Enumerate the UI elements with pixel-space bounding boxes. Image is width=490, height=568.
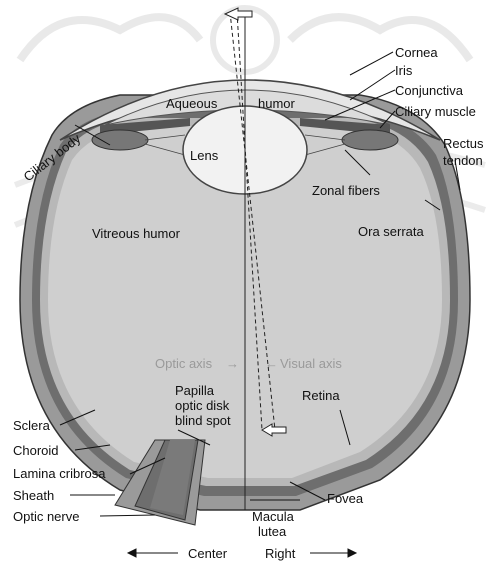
label-sheath: Sheath xyxy=(13,488,54,503)
label-sclera: Sclera xyxy=(13,418,51,433)
label-optic-disk: optic disk xyxy=(175,398,230,413)
label-ora-serrata: Ora serrata xyxy=(358,224,425,239)
label-retina: Retina xyxy=(302,388,340,403)
label-blind-spot: blind spot xyxy=(175,413,231,428)
label-conjunctiva: Conjunctiva xyxy=(395,83,464,98)
label-optic-axis: Optic axis xyxy=(155,356,213,371)
label-rectus: Rectus xyxy=(443,136,484,151)
label-fovea: Fovea xyxy=(327,491,364,506)
label-choroid: Choroid xyxy=(13,443,59,458)
optic-axis-arrow: → xyxy=(226,356,239,371)
label-tendon: tendon xyxy=(443,153,483,168)
label-aqueous: Aqueous xyxy=(166,96,218,111)
label-humor: humor xyxy=(258,96,296,111)
label-center: Center xyxy=(188,546,228,561)
label-macula: Macula xyxy=(252,509,295,524)
label-right: Right xyxy=(265,546,296,561)
label-papilla: Papilla xyxy=(175,383,215,398)
visual-axis-arrow: ← xyxy=(265,356,278,371)
label-lamina-cribrosa: Lamina cribrosa xyxy=(13,466,106,481)
label-lutea: lutea xyxy=(258,524,287,539)
label-ciliary-muscle: Ciliary muscle xyxy=(395,104,476,119)
label-visual-axis: Visual axis xyxy=(280,356,342,371)
label-optic-nerve: Optic nerve xyxy=(13,509,79,524)
label-lens: Lens xyxy=(190,148,219,163)
label-zonal-fibers: Zonal fibers xyxy=(312,183,380,198)
label-vitreous-humor: Vitreous humor xyxy=(92,226,181,241)
direction-arrows xyxy=(128,549,356,557)
label-cornea: Cornea xyxy=(395,45,438,60)
label-iris: Iris xyxy=(395,63,413,78)
ciliary-body-right xyxy=(342,130,398,150)
